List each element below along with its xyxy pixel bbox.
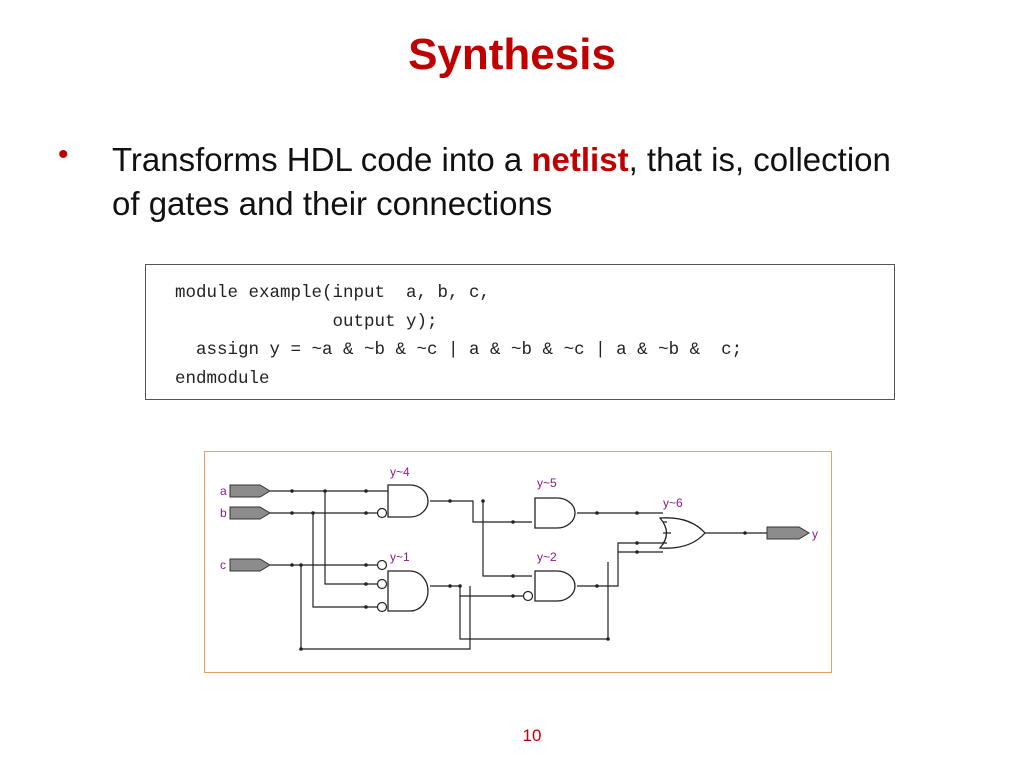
junction-dot (364, 489, 368, 493)
bullet-text: Transforms HDL code into a netlist, that… (112, 138, 912, 226)
junction-dot (290, 489, 294, 493)
junction-dot (606, 637, 610, 641)
junction-dot (511, 520, 515, 524)
code-line: module example(input a, b, c, (175, 283, 491, 303)
junction-dot (290, 511, 294, 515)
inverter-bubble (376, 601, 388, 613)
gate-label-y6: y~6 (663, 496, 683, 510)
junction-dot (448, 499, 452, 503)
junction-dot (364, 605, 368, 609)
wires (270, 490, 767, 650)
wire-y4 (430, 500, 532, 523)
netlist-schematic: a b c y y~4 y~5 y~6 y~1 y~2 (204, 451, 832, 673)
bullet-text-highlight: netlist (531, 141, 629, 178)
junction-dot (364, 582, 368, 586)
gate-label-y1: y~1 (390, 550, 410, 564)
inverter-bubble (376, 559, 388, 571)
and-gate-y2 (534, 570, 576, 602)
wire-c-branch (300, 565, 471, 650)
junction-dot (481, 499, 485, 503)
bullet-text-after: , that is, collection of gates and their… (112, 141, 891, 222)
bullet-dot: • (58, 138, 69, 171)
output-label-y: y (812, 527, 818, 541)
junction-dot (635, 511, 639, 515)
junction-dot (364, 563, 368, 567)
inverter-bubble (376, 578, 388, 590)
junctions (290, 489, 747, 651)
input-label-b: b (220, 506, 227, 520)
input-port-b (229, 506, 271, 520)
inverter-bubble (376, 507, 388, 519)
schematic-svg: a b c y y~4 y~5 y~6 y~1 y~2 (220, 465, 818, 651)
code-line: assign y = ~a & ~b & ~c | a & ~b & ~c | … (175, 340, 743, 360)
input-label-a: a (220, 484, 227, 498)
and-gate-y1 (387, 570, 429, 612)
junction-dot (635, 541, 639, 545)
input-port-a (229, 484, 271, 498)
junction-dot (299, 647, 303, 651)
code-line: output y); (175, 311, 438, 332)
junction-dot (323, 489, 327, 493)
wire-a-branch (324, 491, 377, 585)
junction-dot (511, 594, 515, 598)
code-line: endmodule (175, 368, 270, 389)
junction-dot (743, 531, 747, 535)
gate-label-y5: y~5 (537, 476, 557, 490)
junction-dot (595, 584, 599, 588)
wire-y2 (577, 542, 663, 587)
junction-dot (511, 574, 515, 578)
wire-y1 (430, 562, 609, 640)
output-port-y (766, 526, 810, 540)
junction-dot (290, 563, 294, 567)
and-gate-y4 (387, 484, 429, 518)
junction-dot (311, 511, 315, 515)
input-label-c: c (220, 558, 226, 572)
wire-y4-branch (482, 501, 532, 577)
gate-label-y2: y~2 (537, 550, 557, 564)
wire-b-branch (312, 513, 377, 608)
bullet-text-before: Transforms HDL code into a (112, 141, 532, 178)
page-number: 10 (522, 726, 542, 745)
slide-title: Synthesis (408, 30, 616, 79)
or-gate-y6-inputs (663, 521, 671, 544)
junction-dot (299, 563, 303, 567)
and-gate-y5 (534, 497, 576, 529)
junction-dot (448, 584, 452, 588)
input-port-c (229, 558, 271, 572)
inverter-bubble (522, 590, 534, 602)
junction-dot (595, 511, 599, 515)
gate-label-y4: y~4 (390, 465, 410, 479)
code-block: module example(input a, b, c, output y);… (145, 264, 895, 400)
junction-dot (458, 584, 462, 588)
junction-dot (364, 511, 368, 515)
